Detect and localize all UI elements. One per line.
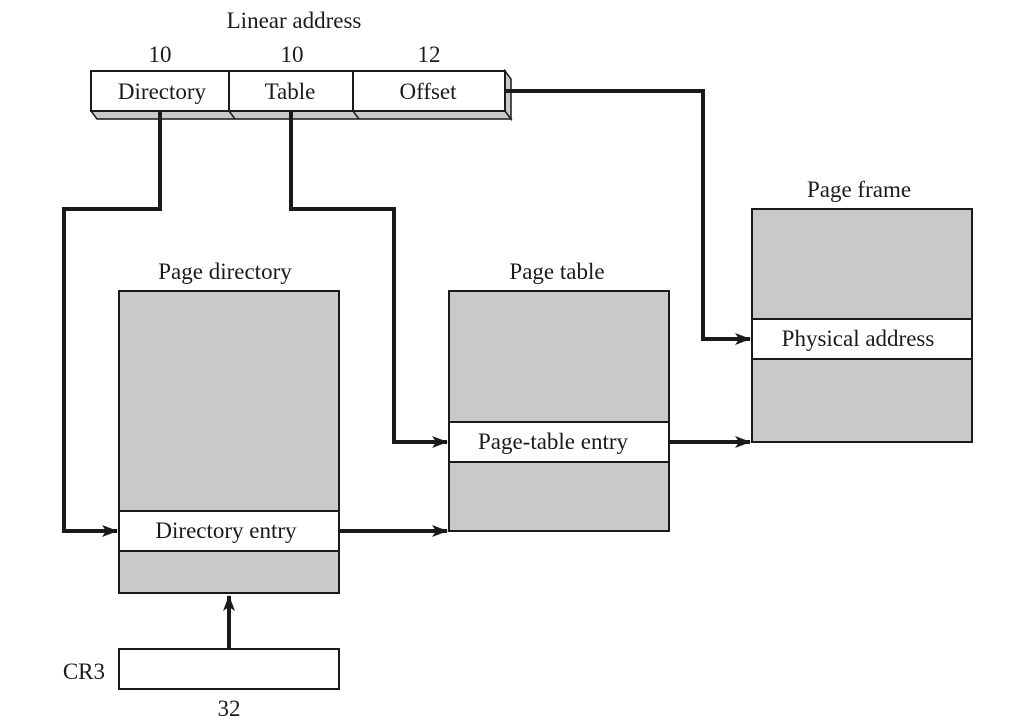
linear-address: Linear address 10 10 12 Directory Table …: [89, 8, 513, 122]
offset-bits-label: 12: [418, 42, 441, 67]
physical-address-label: Physical address: [782, 326, 935, 351]
page-table-box: [448, 290, 670, 532]
page-table: Page table Page-table entry: [448, 259, 670, 532]
directory-field: [90, 70, 230, 112]
physical-address-entry: [751, 318, 973, 360]
offset-field-label: Offset: [399, 79, 457, 104]
table-bits-label: 10: [281, 42, 304, 67]
bevel-divider-2: [352, 110, 360, 120]
directory-bits-label: 10: [149, 42, 172, 67]
offset-to-physical-address-arrow: [505, 89, 751, 345]
page-frame: Page frame Physical address: [751, 177, 973, 443]
page-directory-title: Page directory: [158, 259, 292, 284]
directory-field-label: Directory: [118, 79, 207, 104]
directory-entry-label: Directory entry: [155, 518, 297, 543]
table-to-page-table-entry-arrow: [289, 111, 448, 448]
page-table-entry: [448, 421, 670, 463]
linear-address-bevel-bottom: [89, 110, 513, 120]
table-field-label: Table: [265, 79, 316, 104]
cr3-box: [118, 648, 340, 690]
cr3-register: CR3 32: [63, 648, 340, 721]
page-table-entry-label: Page-table entry: [478, 429, 629, 454]
cr3-bits-label: 32: [218, 696, 241, 721]
directory-entry: [118, 510, 340, 552]
page-directory: Page directory Directory entry: [118, 259, 340, 594]
cr3-label: CR3: [63, 659, 105, 684]
page-table-title: Page table: [509, 259, 604, 284]
linear-address-title: Linear address: [227, 8, 362, 33]
bevel-divider-1: [228, 110, 236, 120]
page-frame-title: Page frame: [807, 177, 911, 202]
offset-field: [352, 70, 506, 112]
directory-to-entry-arrow: [62, 111, 162, 537]
